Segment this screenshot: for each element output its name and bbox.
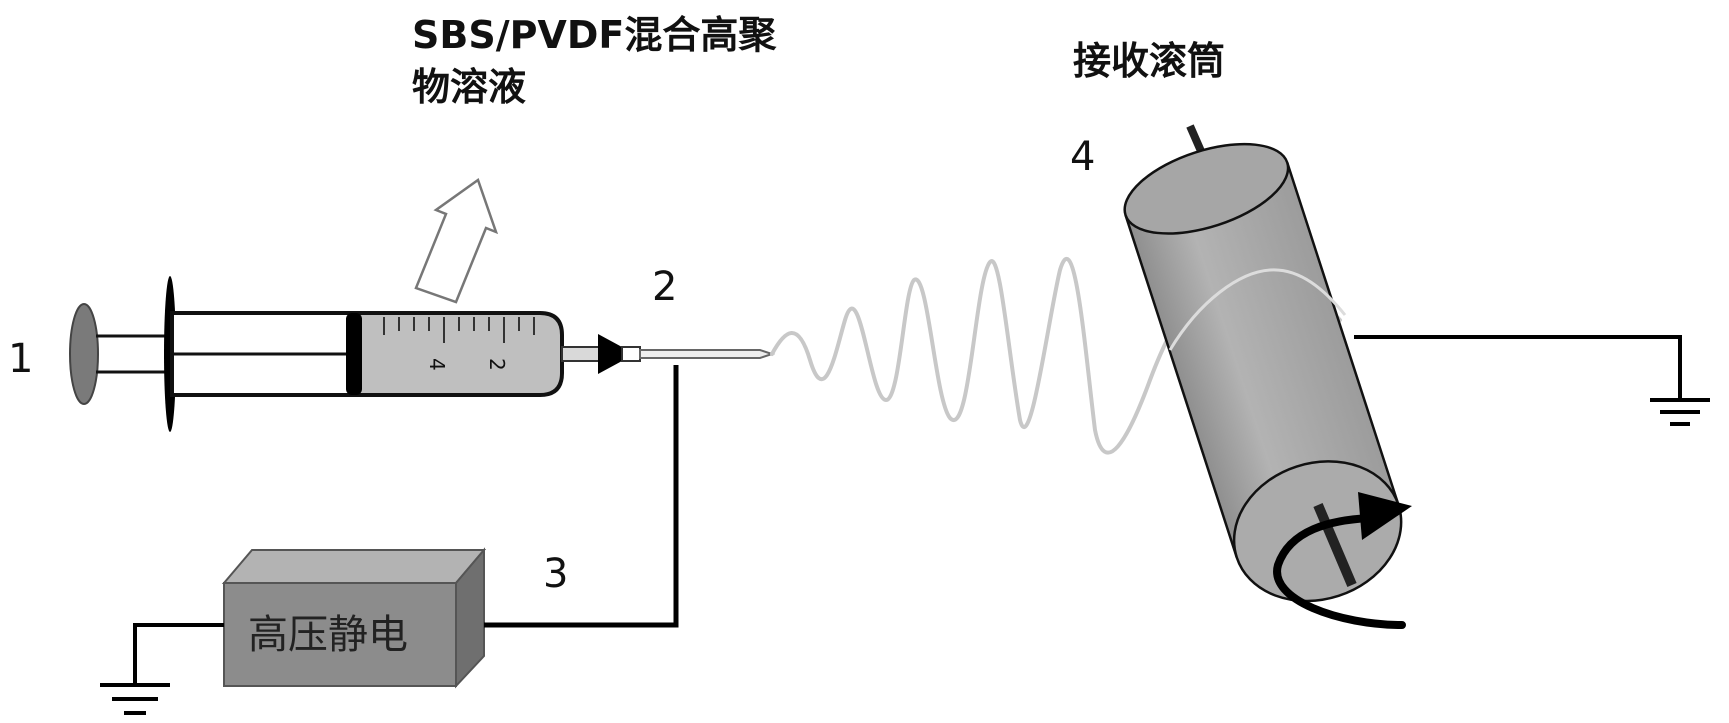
label-1: 1 (8, 336, 33, 382)
drum-ground (1354, 335, 1710, 426)
graduation-label-4: 4 (425, 358, 449, 371)
label-3: 3 (543, 551, 568, 597)
solution-arrow-icon (414, 178, 499, 304)
label-2: 2 (652, 264, 677, 310)
collector-label: 接收滚筒 (1073, 39, 1225, 83)
plunger-thumb (69, 303, 99, 405)
graduation-label-2: 2 (485, 358, 509, 371)
drum-shaft-front (1313, 503, 1357, 587)
luer-hub (598, 334, 622, 374)
syringe-nozzle (561, 346, 603, 362)
label-4: 4 (1070, 134, 1095, 180)
syringe: 4 2 (69, 276, 776, 432)
solution-label-line1: SBS/PVDF混合高聚 (412, 13, 777, 57)
solution-label-line2: 物溶液 (412, 65, 526, 109)
high-voltage-supply: 高压静电 (221, 547, 487, 689)
fiber-jet (770, 257, 1342, 455)
rotation-arrow-icon (1273, 514, 1406, 629)
power-supply-label: 高压静电 (248, 612, 408, 658)
hv-wire (484, 365, 679, 628)
graduation-marks (383, 317, 535, 343)
collector-drum (1123, 124, 1412, 629)
needle (639, 349, 776, 359)
plunger-seal (346, 313, 362, 395)
supply-ground (100, 623, 224, 715)
barrel-solution (350, 311, 564, 397)
